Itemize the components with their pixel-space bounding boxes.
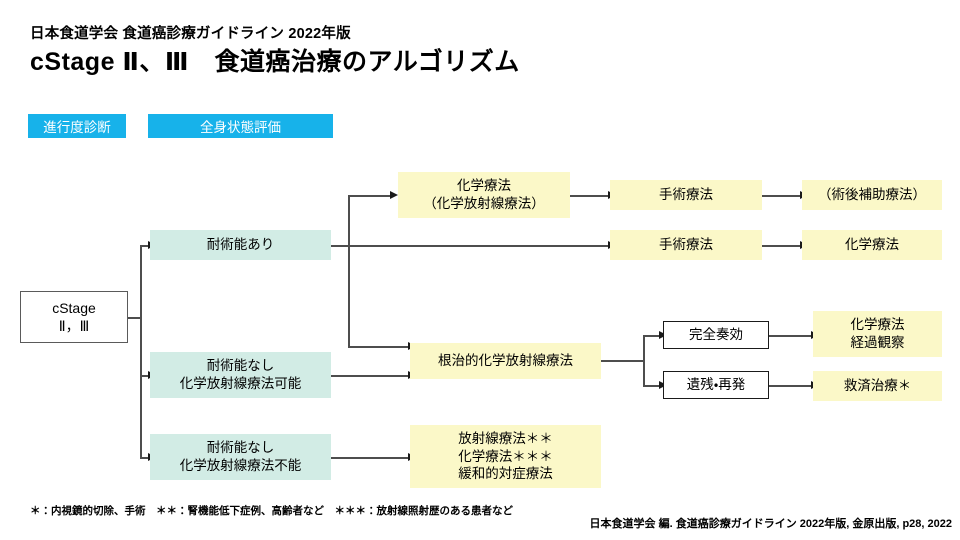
- connector-definitive-crt-out: [601, 360, 645, 362]
- footnote-marks: ＊：内視鏡的切除、手術 ＊＊：腎機能低下症例、高齢者など ＊＊＊：放射線照射歴の…: [30, 505, 513, 517]
- connector-trunk-to-crt-impossible: [140, 457, 150, 459]
- node-inoperable-crt-possible: 耐術能なし 化学放射線療法可能: [150, 352, 331, 398]
- connector-definitive-crt-split-vertical: [643, 335, 645, 385]
- connector-trunk-to-operable: [140, 245, 150, 247]
- connector-residual-to-salvage: [769, 385, 813, 387]
- node-complete-response: 完全奏効: [663, 321, 769, 349]
- connector-operable-to-definitive-crt: [348, 346, 410, 348]
- connector-trunk-vertical: [140, 245, 142, 458]
- node-salvage-treatment: 救済治療＊: [813, 371, 942, 401]
- connector-stage-to-trunk: [128, 317, 142, 319]
- connector-crt-possible-to-definitive-crt: [331, 375, 410, 377]
- node-cstage: cStage Ⅱ，Ⅲ: [20, 291, 128, 343]
- connector-crt-impossible-to-palliative: [331, 457, 410, 459]
- node-inoperable-crt-impossible: 耐術能なし 化学放射線療法不能: [150, 434, 331, 480]
- connector-operable-split-vertical: [348, 195, 350, 347]
- connector-to-complete-response: [643, 335, 663, 337]
- connector-operable-to-chemo: [348, 195, 392, 197]
- node-surgery-row2: 手術療法: [610, 230, 762, 260]
- page-title: cStage Ⅱ、Ⅲ 食道癌治療のアルゴリズム: [30, 48, 520, 76]
- node-chemotherapy-after-surgery: 化学療法: [802, 230, 942, 260]
- node-chemotherapy-crt: 化学療法 （化学放射線療法）: [398, 172, 570, 218]
- node-adjuvant-therapy: （術後補助療法）: [802, 180, 942, 210]
- node-residual-recurrence: 遺残・再発: [663, 371, 769, 399]
- column-header-general-condition: 全身状態評価: [148, 114, 333, 138]
- connector-surgery2-to-chemo: [762, 245, 802, 247]
- connector-chemo-to-surgery1: [570, 195, 610, 197]
- source-citation: 日本食道学会 編. 食道癌診療ガイドライン 2022年版, 金原出版, p28,…: [589, 518, 952, 530]
- connector-trunk-to-crt-possible: [140, 375, 150, 377]
- connector-operable-to-surgery2: [348, 245, 610, 247]
- connector-surgery1-to-adjuvant: [762, 195, 802, 197]
- connector-complete-response-to-chemo-followup: [769, 335, 813, 337]
- node-chemotherapy-followup: 化学療法 経過観察: [813, 311, 942, 357]
- column-header-staging-diagnosis: 進行度診断: [28, 114, 126, 138]
- node-definitive-chemoradiotherapy: 根治的化学放射線療法: [410, 343, 601, 379]
- guideline-subtitle: 日本食道学会 食道癌診療ガイドライン 2022年版: [30, 26, 351, 42]
- node-palliative-therapies: 放射線療法＊＊ 化学療法＊＊＊ 緩和的対症療法: [410, 425, 601, 488]
- connector-to-residual-recurrence: [643, 385, 663, 387]
- node-surgery-row1: 手術療法: [610, 180, 762, 210]
- node-operable: 耐術能あり: [150, 230, 331, 260]
- arrowhead-to-chemo: [390, 190, 398, 199]
- connector-operable-out: [331, 245, 350, 247]
